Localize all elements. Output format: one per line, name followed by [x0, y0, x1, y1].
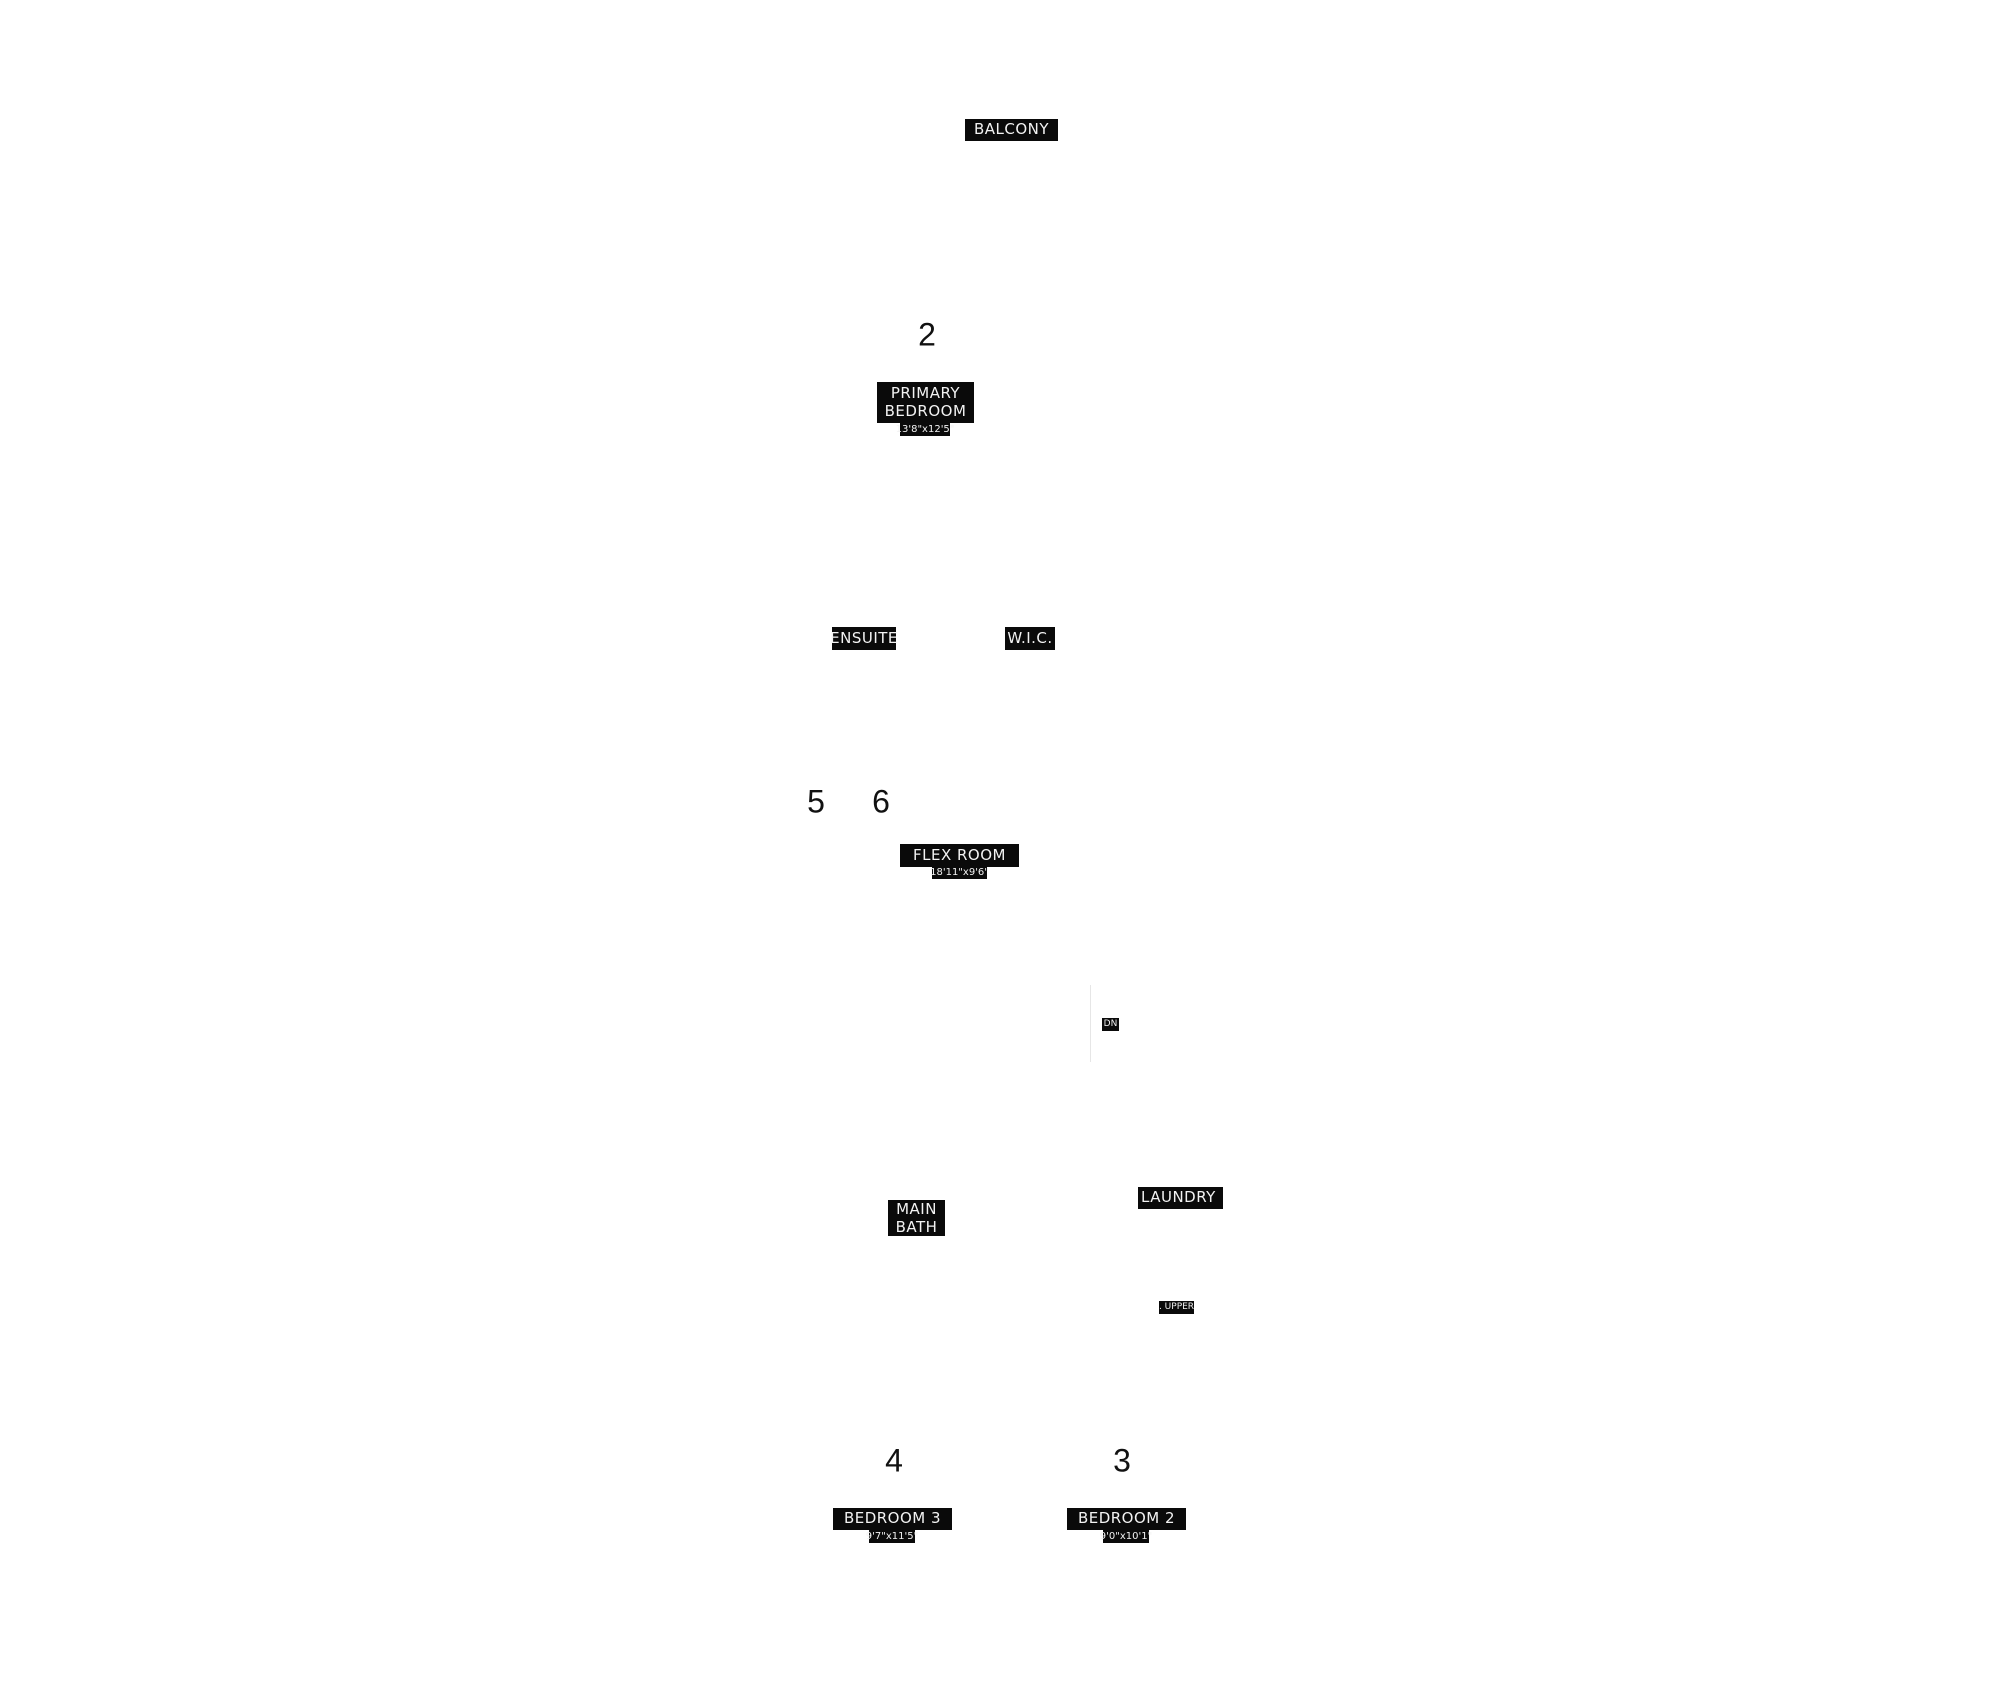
room-label-primary-bedroom: PRIMARY BEDROOM — [877, 382, 974, 423]
room-dimensions-primary-bedroom: 13'8"x12'5" — [895, 423, 955, 436]
room-label-wic: W.I.C. — [1005, 627, 1055, 650]
room-name-line2: BEDROOM — [884, 401, 967, 420]
view-marker-6: 6 — [872, 783, 890, 820]
room-label-main-bath: MAIN BATH — [888, 1200, 945, 1236]
room-dimensions-flex-room: 18'11"x9'6" — [930, 867, 989, 879]
stair-divider-line — [1090, 985, 1091, 1062]
room-label-flex-room: FLEX ROOM — [900, 844, 1019, 867]
view-marker-4: 4 — [885, 1442, 903, 1479]
view-marker-5: 5 — [807, 783, 825, 820]
room-label-ensuite: ENSUITE — [830, 627, 897, 650]
room-name-line2: BATH — [895, 1218, 938, 1236]
view-marker-2: 2 — [918, 316, 936, 353]
stairs-down-label: DN — [1102, 1018, 1119, 1031]
room-label-balcony: BALCONY — [965, 119, 1058, 141]
room-label-bedroom-3: BEDROOM 3 — [833, 1508, 952, 1530]
room-dimensions-bedroom-3: 9'7"x11'5" — [865, 1530, 919, 1543]
room-label-laundry: LAUNDRY — [1138, 1187, 1223, 1209]
room-label-bedroom-2: BEDROOM 2 — [1067, 1508, 1186, 1530]
view-marker-3: 3 — [1113, 1442, 1131, 1479]
stairs-upper-label: . UPPER — [1158, 1301, 1195, 1314]
room-name-line1: MAIN — [896, 1200, 937, 1218]
room-name-line1: PRIMARY — [890, 384, 961, 403]
room-dimensions-bedroom-2: 9'0"x10'1" — [1099, 1530, 1153, 1543]
